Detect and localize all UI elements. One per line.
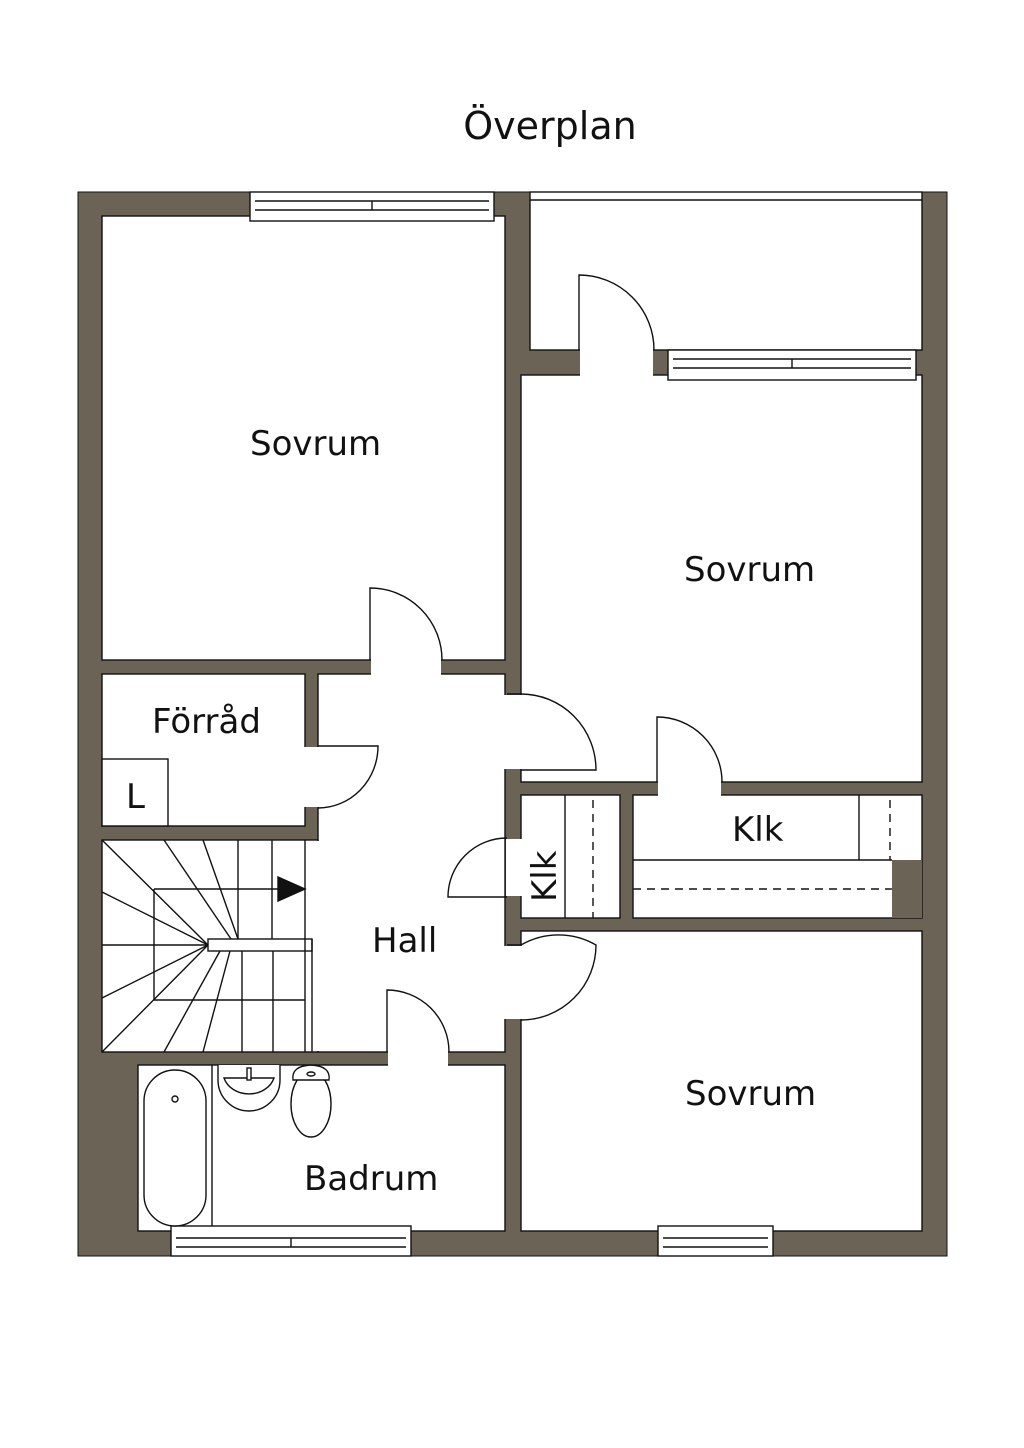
label-klk-large: Klk <box>732 810 784 850</box>
room-sovrum-right <box>520 374 923 783</box>
door-sovrum-right[interactable] <box>507 693 597 771</box>
door-sovrum-bottom-right[interactable] <box>507 934 597 1021</box>
label-hall: Hall <box>372 921 437 961</box>
label-forrad: Förråd <box>152 702 261 742</box>
toilet <box>290 1070 332 1138</box>
door-balcony[interactable] <box>578 274 655 351</box>
label-badrum: Badrum <box>304 1159 438 1199</box>
label-linen: L <box>126 777 145 817</box>
windows <box>170 191 917 1257</box>
staircase[interactable] <box>101 839 313 1053</box>
room-balcony <box>529 191 923 351</box>
label-sovrum-right: Sovrum <box>684 550 815 590</box>
bathtub <box>143 1069 207 1227</box>
room-klk-large <box>632 794 923 919</box>
door-klk-large[interactable] <box>656 716 723 783</box>
window <box>657 1225 774 1257</box>
door-forrad[interactable] <box>317 745 379 809</box>
room-sovrum-bottom-right <box>520 930 923 1232</box>
stair-direction-arrow-icon <box>277 875 307 903</box>
door-badrum[interactable] <box>386 989 450 1053</box>
door-sovrum-top-left[interactable] <box>369 587 443 661</box>
linen-closet <box>101 758 169 827</box>
plan-title: Överplan <box>463 104 637 148</box>
doors <box>317 274 723 1053</box>
label-sovrum-top-left: Sovrum <box>250 424 381 464</box>
door-klk-small[interactable] <box>447 837 508 898</box>
bathroom-fixtures <box>143 1064 332 1227</box>
label-klk-small: Klk <box>525 850 565 902</box>
window <box>249 191 495 222</box>
wardrobe-details <box>564 795 892 918</box>
label-sovrum-bottom-right: Sovrum <box>685 1074 816 1114</box>
